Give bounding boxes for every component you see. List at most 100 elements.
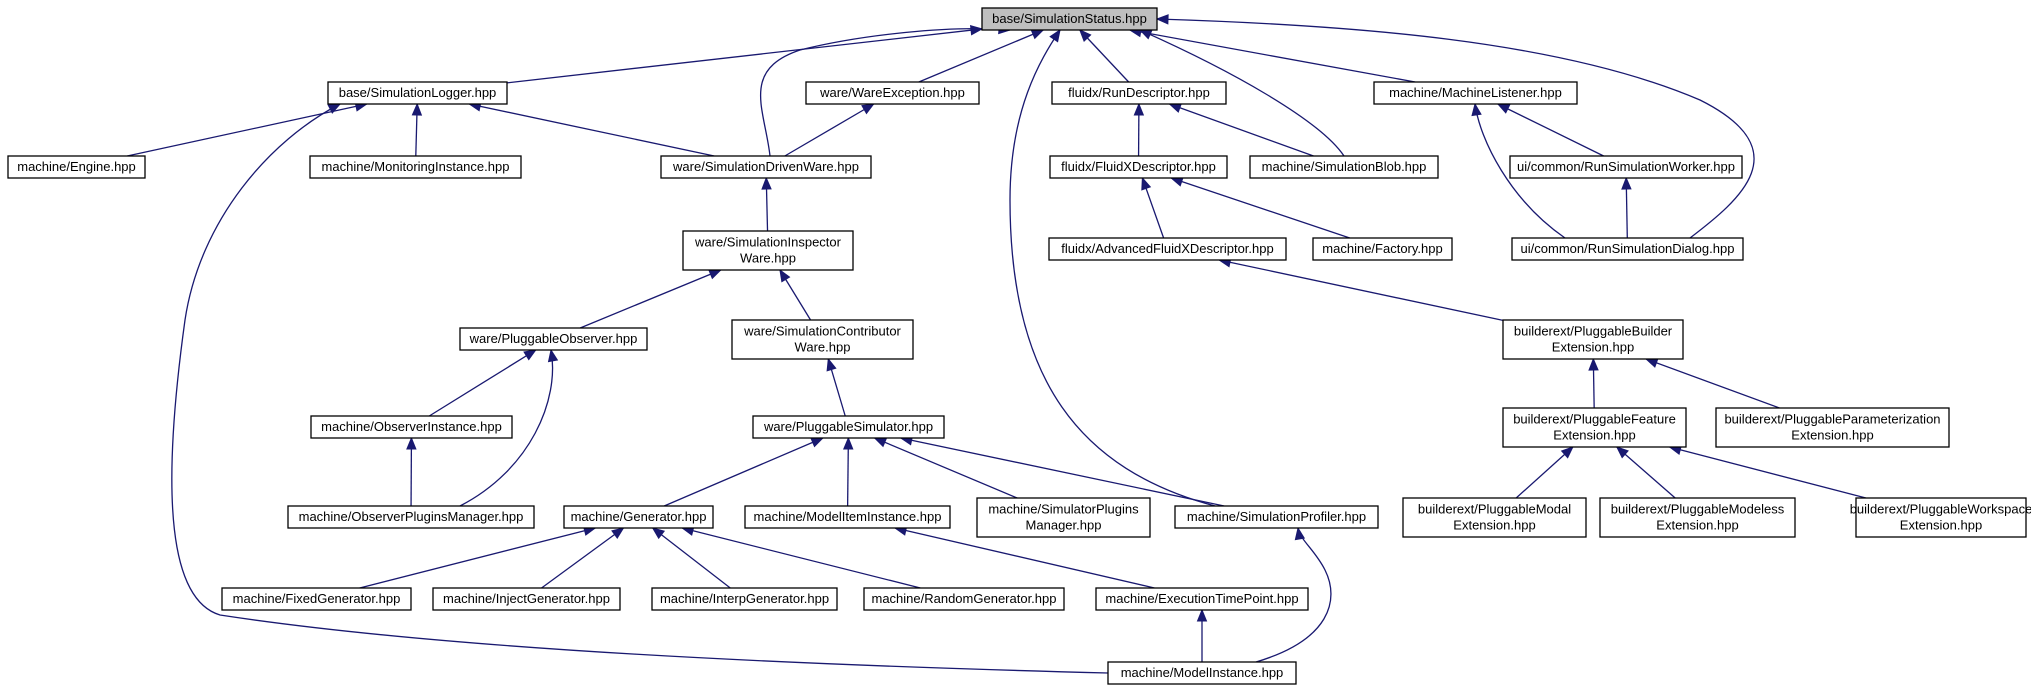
node-label-engine-line-0: machine/Engine.hpp [17, 159, 136, 174]
node-label-moninst-line-0: machine/MonitoringInstance.hpp [322, 159, 510, 174]
node-box-listener [1373, 81, 1578, 105]
arrowhead-inspector-to-simdriven [761, 176, 772, 190]
node-box-interpgen [651, 587, 838, 611]
node-box-plugsim [752, 415, 945, 439]
node-box-engine [7, 155, 146, 179]
edge-plugbuilder-to-advfx [1219, 259, 1504, 321]
node-simdriven[interactable]: ware/SimulationDrivenWare.hpp [660, 155, 872, 179]
node-listener[interactable]: machine/MachineListener.hpp [1373, 81, 1578, 105]
edge-wareexc-to-root [918, 29, 1044, 83]
node-label-obsplugmgr-line-0: machine/ObserverPluginsManager.hpp [299, 509, 524, 524]
node-advfx[interactable]: fluidx/AdvancedFluidXDescriptor.hpp [1048, 237, 1287, 261]
node-box-inspector [682, 230, 854, 271]
node-engine[interactable]: machine/Engine.hpp [7, 155, 146, 179]
node-label-plugfeature-line-1: Extension.hpp [1553, 428, 1635, 443]
node-box-rundesc [1051, 81, 1227, 105]
edge-runworker-to-listener [1497, 103, 1604, 157]
edge-logger-to-root [506, 28, 983, 84]
node-label-rundialog-line-0: ui/common/RunSimulationDialog.hpp [1521, 241, 1735, 256]
node-plugobs[interactable]: ware/PluggableObserver.hpp [459, 327, 648, 351]
node-injectgen[interactable]: machine/InjectGenerator.hpp [432, 587, 621, 611]
node-label-modelinst-line-0: machine/ModelInstance.hpp [1121, 665, 1284, 680]
arrowhead-plugmodal-to-plugfeature [1560, 446, 1574, 459]
arrowhead-obsplugmgr-to-obsinst [406, 436, 417, 450]
node-label-plugbuilder-line-1: Extension.hpp [1552, 340, 1634, 355]
node-profiler[interactable]: machine/SimulationProfiler.hpp [1174, 505, 1379, 529]
edge-listener-to-root [1129, 29, 1416, 83]
node-plugworkspace[interactable]: builderext/PluggableWorkspaceExtension.h… [1850, 497, 2031, 538]
arrowhead-generator-to-plugsim [810, 437, 825, 448]
node-factory[interactable]: machine/Factory.hpp [1312, 237, 1453, 261]
node-runworker[interactable]: ui/common/RunSimulationWorker.hpp [1509, 155, 1743, 179]
node-logger[interactable]: base/SimulationLogger.hpp [327, 81, 508, 105]
node-fxdesc[interactable]: fluidx/FluidXDescriptor.hpp [1049, 155, 1228, 179]
node-label-plugworkspace-line-1: Extension.hpp [1900, 518, 1982, 533]
node-moninst[interactable]: machine/MonitoringInstance.hpp [309, 155, 522, 179]
arrowhead-advfx-to-fxdesc [1141, 176, 1152, 191]
node-label-plugmodeless-line-0: builderext/PluggableModeless [1611, 502, 1785, 517]
node-box-logger [327, 81, 508, 105]
arrowhead-rundialog-to-listener [1471, 102, 1482, 117]
node-box-plugworkspace [1855, 497, 2027, 538]
node-interpgen[interactable]: machine/InterpGenerator.hpp [651, 587, 838, 611]
arrowhead-plugfeature-to-plugbuilder [1588, 357, 1599, 371]
node-obsplugmgr[interactable]: machine/ObserverPluginsManager.hpp [287, 505, 535, 529]
node-simblob[interactable]: machine/SimulationBlob.hpp [1249, 155, 1439, 179]
node-label-plugmodeless-line-1: Extension.hpp [1656, 518, 1738, 533]
edge-plugworkspace-to-plugfeature [1669, 446, 1867, 499]
node-box-modeliteminst [744, 505, 951, 529]
node-wareexc[interactable]: ware/WareException.hpp [805, 81, 980, 105]
node-label-advfx-line-0: fluidx/AdvancedFluidXDescriptor.hpp [1061, 241, 1273, 256]
node-plugparam[interactable]: builderext/PluggableParameterizationExte… [1715, 407, 1950, 448]
node-box-simblob [1249, 155, 1439, 179]
node-modelinst[interactable]: machine/ModelInstance.hpp [1107, 661, 1297, 685]
node-root[interactable]: base/SimulationStatus.hpp [981, 7, 1158, 31]
node-box-root [981, 7, 1158, 31]
edge-profiler-to-root [1009, 29, 1216, 507]
node-rundialog[interactable]: ui/common/RunSimulationDialog.hpp [1511, 237, 1744, 261]
node-label-listener-line-0: machine/MachineListener.hpp [1389, 85, 1562, 100]
arrowhead-simdriven-to-wareexc [861, 103, 875, 115]
arrowhead-rundialog-to-runworker [1621, 176, 1632, 190]
edge-generator-to-plugsim [663, 437, 824, 507]
node-fixedgen[interactable]: machine/FixedGenerator.hpp [221, 587, 412, 611]
node-label-fixedgen-line-0: machine/FixedGenerator.hpp [233, 591, 401, 606]
node-box-exectime [1095, 587, 1309, 611]
node-box-fxdesc [1049, 155, 1228, 179]
node-exectime[interactable]: machine/ExecutionTimePoint.hpp [1095, 587, 1309, 611]
node-label-plugfeature-line-0: builderext/PluggableFeature [1513, 412, 1676, 427]
arrowhead-fxdesc-to-rundesc [1133, 102, 1145, 116]
node-label-profiler-line-0: machine/SimulationProfiler.hpp [1187, 509, 1366, 524]
node-box-plugmodal [1402, 497, 1587, 538]
edge-fixedgen-to-generator [359, 527, 596, 589]
node-label-simplugmgr-line-1: Manager.hpp [1026, 518, 1102, 533]
node-obsinst[interactable]: machine/ObserverInstance.hpp [310, 415, 513, 439]
edge-simdriven-to-logger [469, 103, 715, 157]
arrowhead-plugparam-to-plugbuilder [1644, 358, 1659, 368]
edge-plugmodeless-to-plugfeature [1616, 446, 1676, 499]
node-generator[interactable]: machine/Generator.hpp [563, 505, 714, 529]
node-box-runworker [1509, 155, 1743, 179]
node-label-logger-line-0: base/SimulationLogger.hpp [339, 85, 497, 100]
arrowhead-simblob-to-root [1138, 29, 1153, 40]
node-plugsim[interactable]: ware/PluggableSimulator.hpp [752, 415, 945, 439]
node-label-generator-line-0: machine/Generator.hpp [571, 509, 707, 524]
node-rundesc[interactable]: fluidx/RunDescriptor.hpp [1051, 81, 1227, 105]
edge-factory-to-fxdesc [1171, 177, 1350, 239]
node-plugmodeless[interactable]: builderext/PluggableModelessExtension.hp… [1599, 497, 1796, 538]
edge-simblob-to-root [1139, 29, 1345, 157]
node-modeliteminst[interactable]: machine/ModelItemInstance.hpp [744, 505, 951, 529]
node-box-plugbuilder [1502, 319, 1684, 360]
node-box-rundialog [1511, 237, 1744, 261]
arrowhead-rundialog-to-root [1155, 14, 1169, 25]
node-randomgen[interactable]: machine/RandomGenerator.hpp [863, 587, 1065, 611]
node-box-plugobs [459, 327, 648, 351]
